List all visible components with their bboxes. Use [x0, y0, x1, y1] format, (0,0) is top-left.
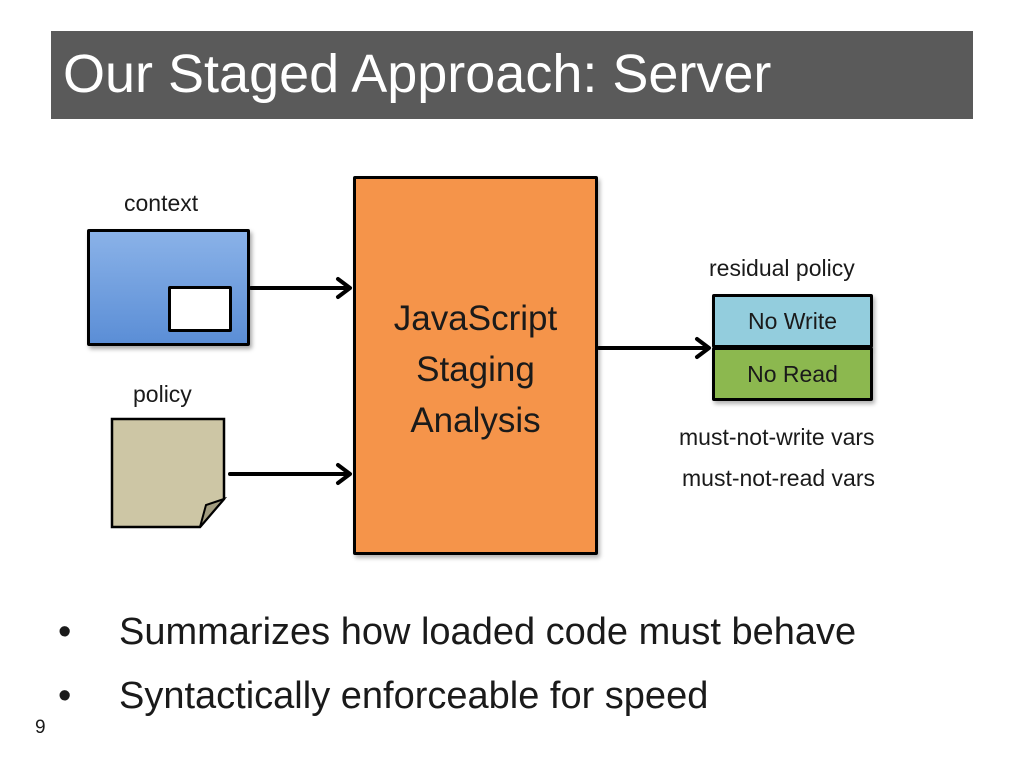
must-not-read-note: must-not-read vars [682, 465, 876, 491]
policy-document-icon [110, 417, 228, 529]
policy-label: policy [133, 381, 192, 407]
title-bar: Our Staged Approach: Server [51, 31, 973, 119]
no-write-box: No Write [712, 294, 873, 348]
arrow-right-icon [695, 337, 711, 359]
bullet-text: Summarizes how loaded code must behave [119, 611, 857, 653]
must-not-write-note: must-not-write vars [679, 424, 875, 450]
staging-analysis-box: JavaScript Staging Analysis [353, 176, 598, 555]
arrow-right-icon [336, 277, 352, 299]
context-window-icon [87, 229, 250, 346]
center-line-3: Analysis [410, 401, 541, 440]
context-label: context [124, 190, 199, 216]
no-read-box: No Read [712, 347, 873, 401]
center-line-1: JavaScript [393, 299, 558, 338]
window-inner-panel [168, 286, 232, 332]
slide-title: Our Staged Approach: Server [63, 44, 772, 104]
center-line-2: Staging [416, 350, 535, 389]
bullet-icon: • [58, 611, 72, 653]
bullet-text: Syntactically enforceable for speed [119, 675, 709, 717]
residual-policy-label: residual policy [709, 255, 855, 281]
bullet-icon: • [58, 675, 72, 717]
arrow-right-icon [336, 463, 352, 485]
slide-number: 9 [35, 717, 46, 738]
